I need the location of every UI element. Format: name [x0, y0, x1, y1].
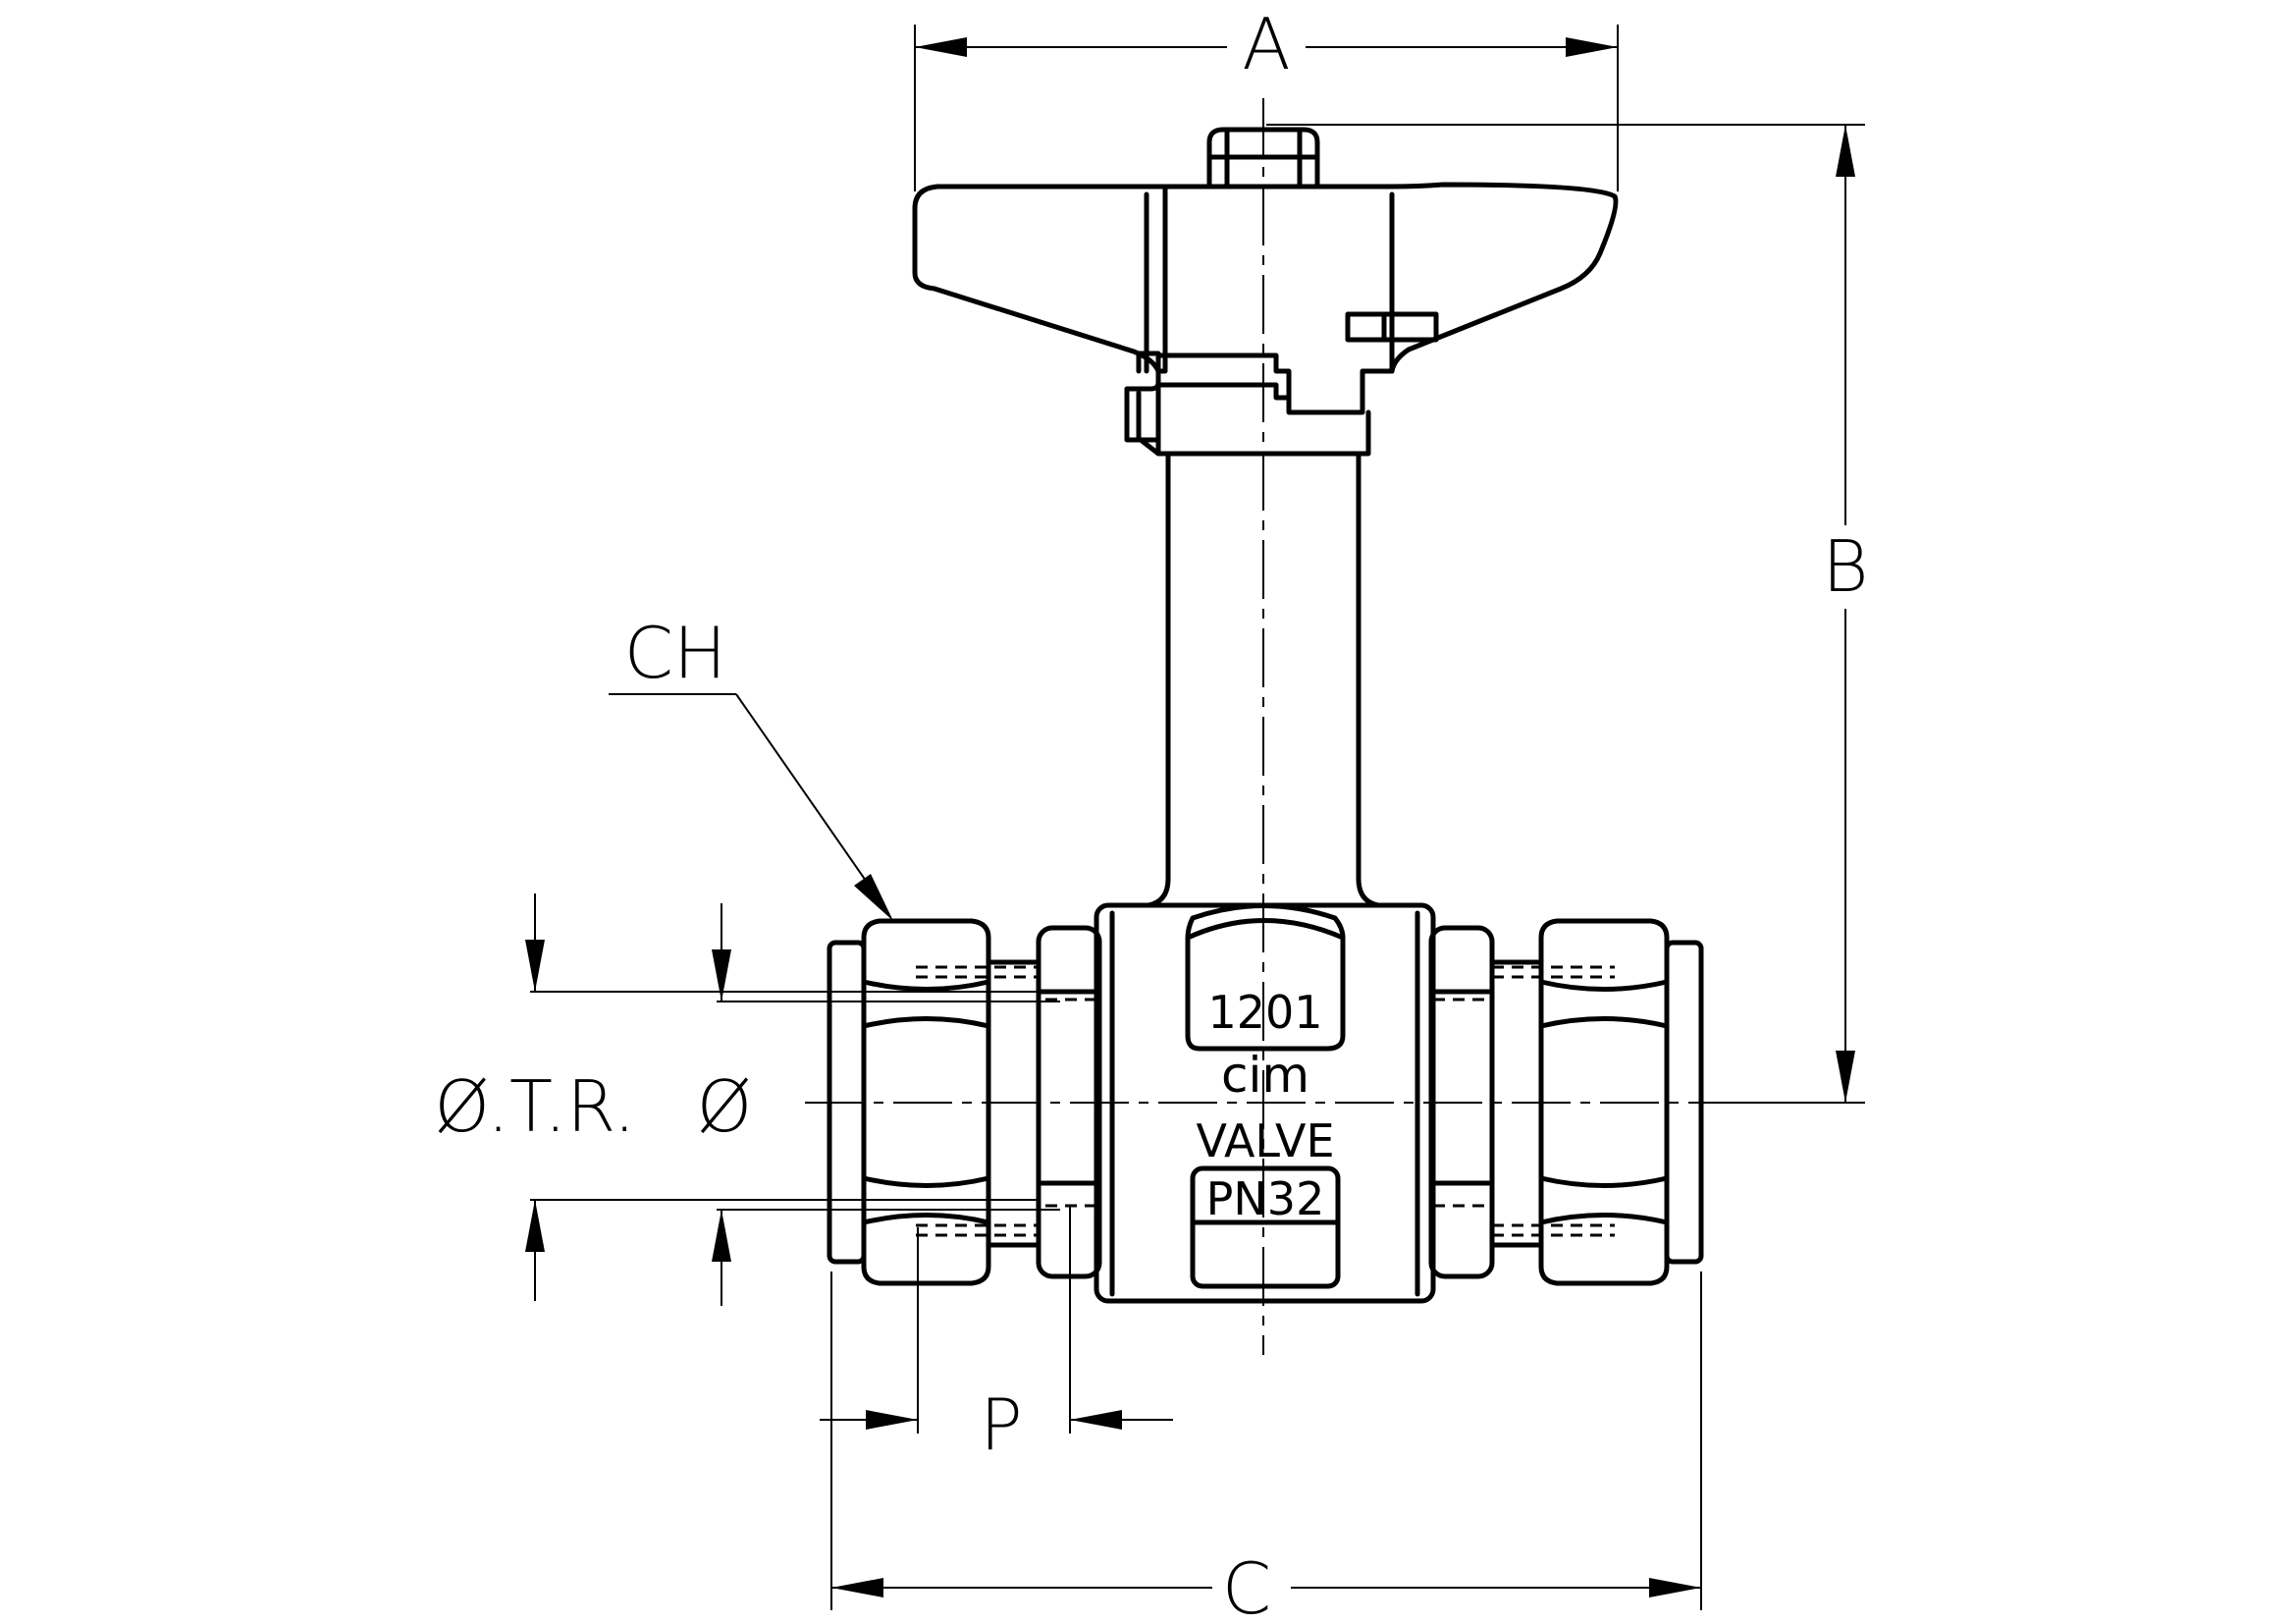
valve-stem-extension — [1106, 451, 1424, 908]
marking-word: VALVE — [1196, 1114, 1334, 1167]
marking-logo: cim — [1221, 1047, 1309, 1104]
dimension-b: B — [1266, 124, 1869, 1104]
dimension-dia-label: Ø — [697, 1065, 753, 1148]
left-compression-fitting — [827, 918, 1102, 1286]
marking-pressure: PN32 — [1206, 1172, 1325, 1225]
dimension-ch: CH — [609, 612, 893, 921]
dimension-p: P — [820, 1206, 1173, 1466]
dimension-diameters: Ø.T.R. Ø — [434, 893, 1060, 1306]
dimension-ch-label: CH — [624, 612, 726, 694]
dimension-otr-label: Ø.T.R. — [434, 1065, 635, 1148]
body-markings: 1201 cim VALVE PN32 — [1196, 986, 1334, 1225]
dimension-c: C — [830, 1272, 1702, 1624]
dimension-a: A — [914, 3, 1619, 191]
right-compression-fitting — [1428, 918, 1704, 1286]
center-lines — [805, 98, 1855, 1355]
dimension-c-label: C — [1222, 1547, 1271, 1624]
marking-code: 1201 — [1207, 986, 1322, 1039]
dimension-b-label: B — [1822, 525, 1868, 608]
valve-handle — [912, 127, 1619, 457]
dimension-a-label: A — [1242, 3, 1290, 85]
dimension-p-label: P — [980, 1383, 1022, 1466]
